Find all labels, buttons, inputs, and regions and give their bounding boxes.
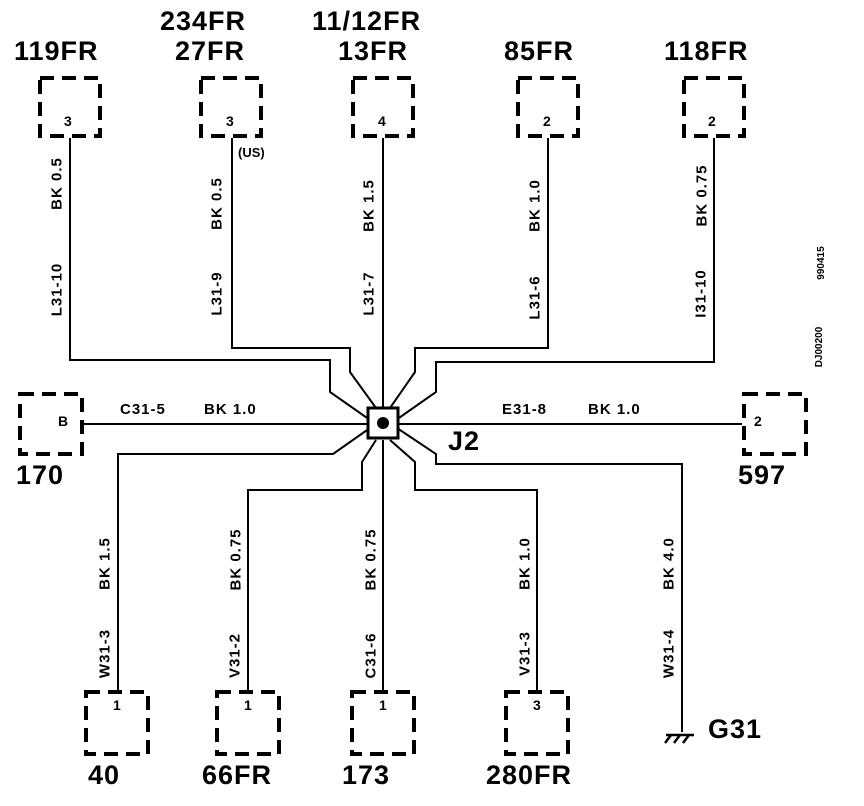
connector-box-bottom-2 <box>215 690 281 756</box>
connector-name-left: 170 <box>16 460 65 490</box>
connector-box-top-3 <box>351 76 415 138</box>
connector-box-right <box>742 392 808 456</box>
pin-top-2: 3 <box>226 113 234 129</box>
pin-top-5: 2 <box>708 113 716 129</box>
pin-left: B <box>58 413 69 429</box>
connector-name-bottom-3: 173 <box>342 760 391 790</box>
wire-spec-top-3: BK 1.5 <box>360 179 378 232</box>
connector-name-bottom-1: 40 <box>88 760 121 790</box>
connector-name-top-5: 118FR <box>664 36 749 66</box>
connector-box-left <box>18 392 84 456</box>
connector-name-top-1: 119FR <box>14 36 99 66</box>
region-note: (US) <box>238 145 265 160</box>
wire-id-top-3: L31-7 <box>360 271 378 316</box>
pin-top-3: 4 <box>378 113 386 129</box>
wire-id-right: E31-8 <box>502 401 548 418</box>
wire-id-bottom-1: W31-3 <box>96 628 114 679</box>
wire-spec-right: BK 1.0 <box>588 401 641 418</box>
wire-spec-bottom-3: BK 0.75 <box>362 528 380 591</box>
connector-name-top-3-line2: 13FR <box>338 36 409 66</box>
pin-bottom-1: 1 <box>113 697 121 713</box>
pin-right: 2 <box>754 413 762 429</box>
wire-spec-bottom-4: BK 1.0 <box>516 537 534 590</box>
wire-id-bottom-3: C31-6 <box>362 632 380 679</box>
wire-id-bottom-2: V31-2 <box>226 632 244 679</box>
wire-id-top-5: I31-10 <box>692 269 710 318</box>
connector-name-top-2-line2: 27FR <box>175 36 246 66</box>
wire-top-4 <box>389 138 549 409</box>
splice-j2-dot <box>377 417 389 429</box>
wire-top-1 <box>69 138 371 421</box>
connector-box-top-5 <box>682 76 746 138</box>
wire-top-5 <box>395 138 715 421</box>
wire-spec-bottom-2: BK 0.75 <box>227 528 245 591</box>
connector-box-bottom-4 <box>504 690 570 756</box>
wire-spec-left: BK 1.0 <box>204 401 257 418</box>
splice-label: J2 <box>448 426 481 456</box>
connector-name-top-3-line1: 11/12FR <box>312 6 422 36</box>
connector-name-bottom-2: 66FR <box>202 760 273 790</box>
wire-id-top-2: L31-9 <box>208 271 226 316</box>
connector-box-bottom-3 <box>350 690 416 756</box>
wire-bottom-4 <box>389 439 538 692</box>
pin-top-4: 2 <box>543 113 551 129</box>
ground-icon <box>664 733 694 744</box>
wire-id-bottom-4: V31-3 <box>516 630 534 677</box>
connector-box-top-2 <box>199 76 263 138</box>
doc-code: DJ00200 <box>814 326 825 368</box>
connector-name-right: 597 <box>738 460 787 490</box>
wire-spec-top-1: BK 0.5 <box>48 157 66 210</box>
wire-bottom-2 <box>247 439 377 692</box>
connector-name-bottom-4: 280FR <box>486 760 573 790</box>
wire-id-ground: W31-4 <box>660 628 678 679</box>
connector-box-top-1 <box>38 76 102 138</box>
wire-spec-top-2: BK 0.5 <box>208 177 226 230</box>
wire-spec-ground: BK 4.0 <box>660 537 678 590</box>
wire-bottom-1 <box>117 427 371 692</box>
wire-id-top-4: L31-6 <box>526 275 544 320</box>
wire-id-top-1: L31-10 <box>48 262 66 317</box>
wire-ground <box>396 427 683 732</box>
connector-name-top-4: 85FR <box>504 36 575 66</box>
connector-name-top-2-line1: 234FR <box>160 6 247 36</box>
connector-box-bottom-1 <box>84 690 150 756</box>
wire-top-2 <box>231 138 377 409</box>
wire-spec-top-5: BK 0.75 <box>693 164 711 227</box>
wire-id-left: C31-5 <box>120 401 166 418</box>
date-code: 990415 <box>816 246 827 280</box>
pin-bottom-4: 3 <box>533 697 541 713</box>
pin-bottom-2: 1 <box>244 697 252 713</box>
pin-bottom-3: 1 <box>379 697 387 713</box>
ground-label: G31 <box>708 714 763 744</box>
pin-top-1: 3 <box>64 113 72 129</box>
wire-spec-bottom-1: BK 1.5 <box>96 537 114 590</box>
wire-spec-top-4: BK 1.0 <box>526 179 544 232</box>
connector-box-top-4 <box>516 76 580 138</box>
